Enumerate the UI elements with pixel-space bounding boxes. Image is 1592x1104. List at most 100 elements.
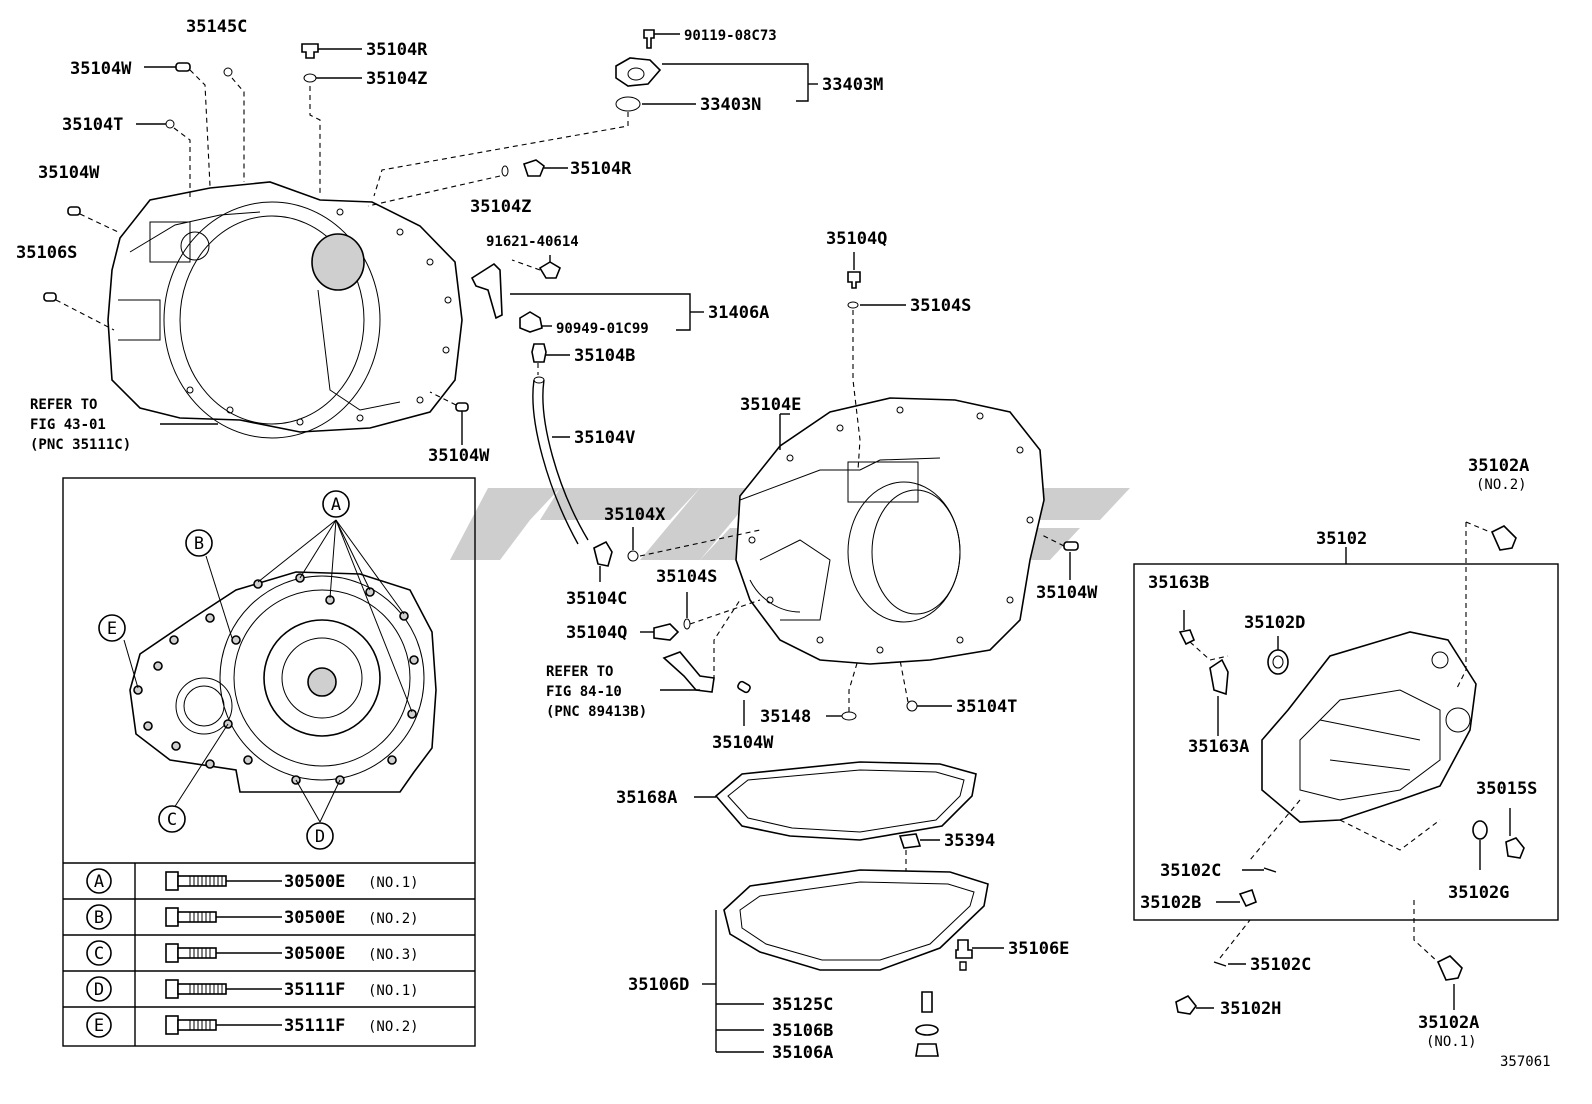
callout-c: C (158, 805, 186, 833)
label-35104T-a: 35104T (62, 115, 123, 135)
top-center-parts (367, 29, 818, 545)
bolt-letter: B (94, 908, 104, 928)
inset-view (62, 477, 476, 1047)
svg-text:D: D (315, 827, 325, 847)
label-35163A: 35163A (1188, 737, 1249, 757)
label-35145C: 35145C (186, 17, 247, 37)
inset-bolt-holes (133, 573, 419, 785)
label-35148: 35148 (760, 707, 811, 727)
bolt-part-number: 30500E (284, 908, 345, 928)
callout-d: D (306, 822, 334, 850)
label-35104C: 35104C (566, 589, 627, 609)
label-35163B: 35163B (1148, 573, 1209, 593)
bolt-letter: E (94, 1016, 104, 1036)
bolt-note: (NO.1) (368, 875, 419, 891)
figure-id: 357061 (1500, 1054, 1551, 1070)
label-35102G: 35102G (1448, 883, 1509, 903)
bolt-letter: D (94, 980, 104, 1000)
label-35104W-b: 35104W (38, 163, 100, 183)
refer-note-43-line2: FIG 43-01 (30, 417, 106, 433)
part-labels: 35145C 35104W 35104R 35104Z 35104T 35104… (16, 17, 1551, 1070)
label-33403M: 33403M (822, 75, 883, 95)
label-91621-40614: 91621-40614 (486, 234, 579, 250)
bolt-part-number: 30500E (284, 872, 345, 892)
refer-note-43-line3: (PNC 35111C) (30, 437, 131, 453)
bolt-table-row: E 35111F (NO.2) (86, 1012, 419, 1038)
refer-note-43-line1: REFER TO (30, 397, 97, 413)
callout-a: A (322, 490, 350, 518)
bolt-icon (165, 907, 217, 927)
oil-pan-assembly (694, 761, 1004, 1057)
label-35104R-a: 35104R (366, 40, 428, 60)
label-35102D: 35102D (1244, 613, 1305, 633)
bolt-table-row: A 30500E (NO.1) (86, 868, 419, 894)
label-35102A-no1: 35102A (1418, 1013, 1479, 1033)
housing-bolt-holes (186, 208, 452, 426)
transaxle-housing-drawing (107, 181, 463, 439)
label-90119-08C73: 90119-08C73 (684, 28, 777, 44)
label-35106B: 35106B (772, 1021, 833, 1041)
bolt-part-number: 30500E (284, 944, 345, 964)
label-35106D: 35106D (628, 975, 689, 995)
callout-b: B (185, 529, 213, 557)
label-35104Q-b: 35104Q (566, 623, 627, 643)
bolt-letter: C (94, 944, 104, 964)
label-35394: 35394 (944, 831, 995, 851)
label-35104T-b: 35104T (956, 697, 1017, 717)
svg-text:C: C (167, 810, 177, 830)
bolt-icon (165, 979, 227, 999)
label-35104X: 35104X (604, 505, 666, 525)
label-35104B: 35104B (574, 346, 635, 366)
bolt-note: (NO.2) (368, 1019, 419, 1035)
label-35104S-a: 35104S (910, 296, 971, 316)
label-35125C: 35125C (772, 995, 833, 1015)
center-case-drawing (735, 397, 1045, 665)
label-35102B: 35102B (1140, 893, 1201, 913)
label-35104W-c: 35104W (428, 446, 490, 466)
label-33403N: 33403N (700, 95, 761, 115)
bolt-part-number: 35111F (284, 1016, 345, 1036)
center-case-parts (593, 252, 1079, 726)
top-left-parts (43, 43, 469, 445)
label-35102A-no2-sub: (NO.2) (1476, 477, 1527, 493)
svg-text:E: E (107, 619, 117, 639)
refer-note-84-line3: (PNC 89413B) (546, 704, 647, 720)
bolt-note: (NO.1) (368, 983, 419, 999)
cover-assembly (1133, 521, 1559, 1015)
label-90949-01C99: 90949-01C99 (556, 321, 649, 337)
label-35104Q-a: 35104Q (826, 229, 887, 249)
label-35104R-b: 35104R (570, 159, 632, 179)
label-35102A-no1-sub: (NO.1) (1426, 1034, 1477, 1050)
label-35106S: 35106S (16, 243, 77, 263)
label-35104Z-b: 35104Z (470, 197, 531, 217)
bolt-icon (165, 1015, 217, 1035)
label-35168A: 35168A (616, 788, 677, 808)
label-35102: 35102 (1316, 529, 1367, 549)
label-35104W-a: 35104W (70, 59, 132, 79)
label-35104Z-a: 35104Z (366, 69, 427, 89)
label-35106A: 35106A (772, 1043, 833, 1063)
label-35102C-a: 35102C (1160, 861, 1221, 881)
label-35104E: 35104E (740, 395, 801, 415)
refer-note-84-line1: REFER TO (546, 664, 613, 680)
center-case-bolt-holes (748, 406, 1034, 654)
label-35102H: 35102H (1220, 999, 1281, 1019)
bolt-icon (165, 871, 227, 891)
bolt-table-row: C 30500E (NO.3) (86, 940, 419, 966)
svg-text:A: A (331, 495, 341, 515)
label-35104W-d: 35104W (712, 733, 774, 753)
bolt-icon (165, 943, 217, 963)
callout-e: E (98, 614, 126, 642)
label-35102A-no2: 35102A (1468, 456, 1529, 476)
bolt-part-number: 35111F (284, 980, 345, 1000)
label-35104V: 35104V (574, 428, 635, 448)
bolt-table-row: D 35111F (NO.1) (86, 976, 419, 1002)
label-31406A: 31406A (708, 303, 769, 323)
label-35015S: 35015S (1476, 779, 1537, 799)
label-35104W-e: 35104W (1036, 583, 1098, 603)
label-35102C-b: 35102C (1250, 955, 1311, 975)
bolt-letter: A (94, 872, 104, 892)
bolt-note: (NO.3) (368, 947, 419, 963)
